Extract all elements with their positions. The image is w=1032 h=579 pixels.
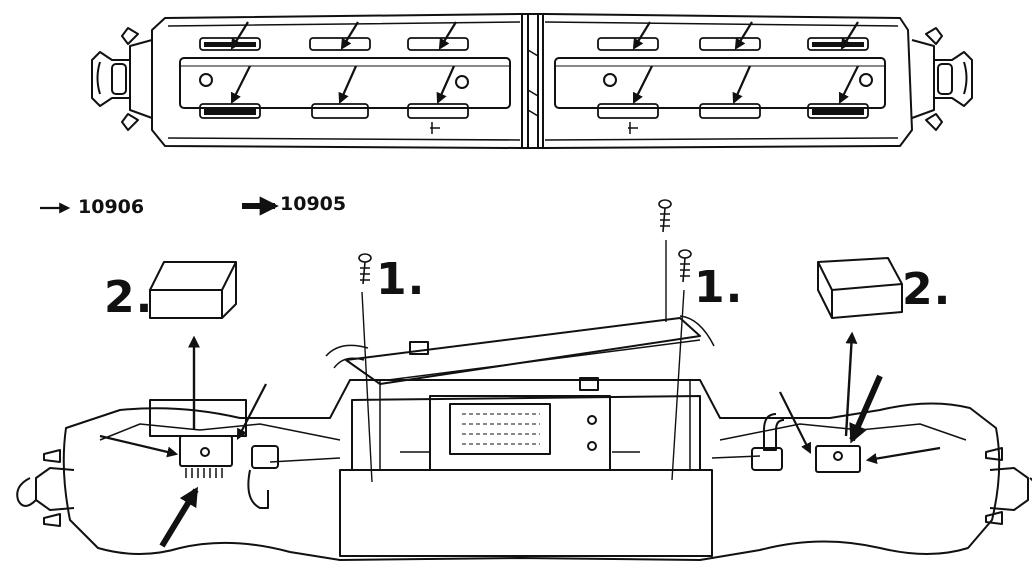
chassis-view [16,199,1032,561]
step-label-cover-right: 2. [902,264,952,315]
screw-icon [358,199,692,285]
cover-left [149,261,237,319]
legend-arrows [40,196,279,216]
cover-right [817,257,903,319]
step-label-screw-left: 1. [376,254,426,305]
step-label-screw-right: 1. [694,262,744,313]
step-label-cover-left: 2. [104,272,154,323]
legend-label-small-arrow: 10906 [78,196,145,218]
legend-label-large-arrow: 10905 [280,193,347,215]
underside-view [91,13,973,149]
